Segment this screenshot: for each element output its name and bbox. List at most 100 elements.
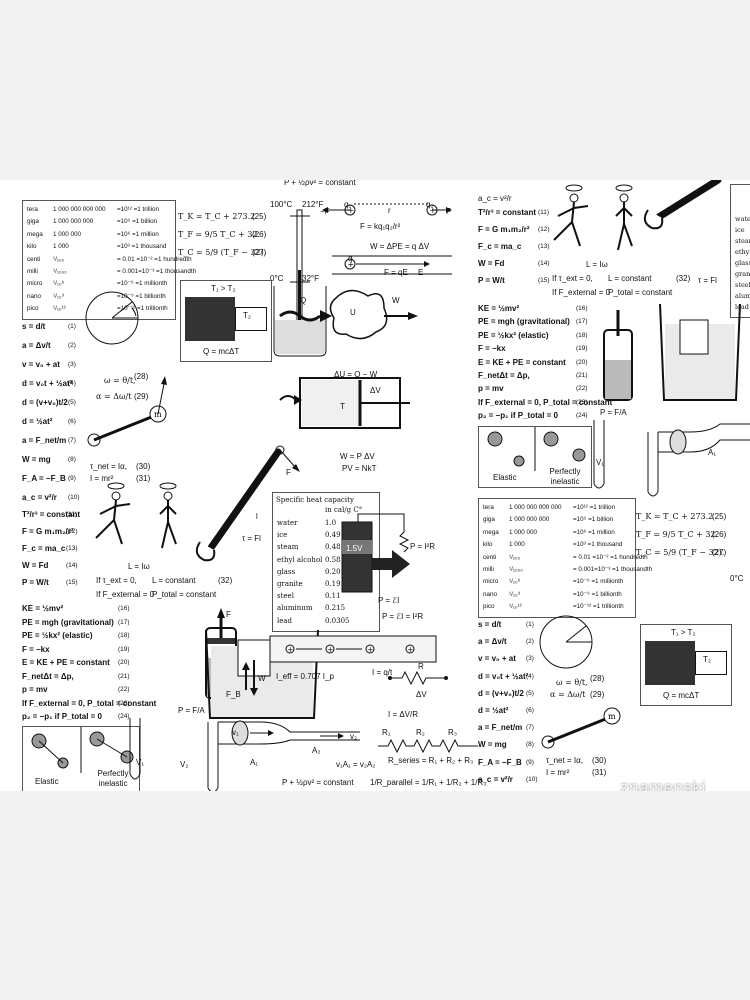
hot-block: [185, 297, 235, 341]
prefix-power: =10⁻¹² =1 trillionth: [573, 603, 624, 611]
material-name: steel: [277, 592, 294, 601]
energy-u-label: U: [350, 308, 356, 317]
prefix-power: =10⁶ =1 million: [573, 528, 615, 536]
eq-number: (26): [252, 230, 267, 239]
eq-number: (12): [66, 528, 78, 535]
buoyant-force: F_B: [226, 690, 241, 699]
area-a1: A₁: [250, 758, 259, 767]
material-name: aluminum: [277, 604, 313, 613]
neg-force-label: −F: [320, 207, 330, 216]
eq-number: (16): [118, 605, 130, 612]
material-name: ice: [277, 531, 288, 540]
prefix-power: = 0.01 =10⁻² =1 hundredth: [573, 553, 648, 561]
torque-formula: τ = Fl: [242, 534, 261, 543]
eq-number: (22): [576, 385, 588, 393]
equation: F = G m₁m₂/r²: [478, 225, 530, 234]
v1-label-right: V₁: [596, 458, 605, 467]
weight-label: W: [258, 674, 266, 683]
eq-number: (23): [576, 398, 588, 406]
angular-accel-right: α = Δω/t: [550, 690, 586, 699]
resistors-series-icon: [378, 738, 478, 754]
cold-block: [235, 307, 267, 331]
power-emf: P = ℰI: [378, 596, 400, 605]
ohms-law: I = ΔV/R: [388, 710, 419, 719]
svg-text:+: +: [328, 646, 334, 654]
eq-number: (32): [676, 274, 691, 283]
equation: F_netΔt = Δp,: [478, 371, 530, 380]
prefix-power: =10¹² =1 trillion: [573, 504, 615, 511]
inelastic-label-right: Perfectly inelastic: [549, 467, 581, 486]
eq-number: (19): [118, 645, 130, 653]
equation: If F_external = 0, P_total = constant: [478, 397, 613, 407]
eq-number: (24): [576, 412, 588, 420]
thermometer-icon: [273, 209, 327, 357]
heat-capacity-row: glass: [735, 259, 750, 267]
piston-dv-label: ΔV: [370, 386, 381, 395]
eq-number: (7): [68, 437, 76, 444]
material-name: lead: [735, 303, 749, 311]
prefix-power: =10⁶ =1 million: [117, 230, 159, 238]
collisions-box-right: Elastic Perfectly inelastic: [478, 426, 592, 488]
heat-condition-right: T₁ > T₂: [671, 628, 696, 637]
heat-transfer-box: T₁ > T₂ T₂ Q = mcΔT: [180, 280, 272, 362]
thermo-0c-right: 0°C: [730, 574, 744, 583]
prefix-name: micro: [27, 280, 43, 288]
equation: d = v₀t + ½at²: [22, 379, 73, 388]
ideal-gas: PV = NkT: [342, 464, 377, 473]
material-name: glass: [277, 567, 296, 576]
prefix-power: = 0.01 =10⁻² =1 hundredth: [117, 255, 192, 263]
prefix-power: =10⁻⁹ =1 billionth: [573, 590, 622, 598]
svg-text:+: +: [408, 646, 414, 654]
eq-number: (18): [118, 632, 130, 639]
l-constant: L = constant: [152, 576, 196, 585]
heat-capacity-row: ice 0.49: [277, 531, 341, 539]
parallel-formula: 1/R_parallel = 1/R₁ + 1/R₂ + 1/R₃: [370, 778, 487, 787]
eq-number: (20): [576, 358, 588, 366]
eq-number: (14): [538, 260, 550, 267]
prefix-value: 1 000 000: [509, 528, 538, 536]
prefix-value: 1 000 000 000: [509, 516, 550, 524]
eq-number: (9): [68, 475, 76, 482]
thermo-212f: 212°F: [302, 200, 324, 209]
effective-current: I_eff = 0.707 I_p: [276, 672, 334, 681]
prefix-power: =10³ =1 thousand: [573, 541, 623, 549]
first-law: ΔU = Q − W: [334, 370, 378, 379]
eq-number: (3): [68, 361, 76, 368]
equation: T²/r³ = constant: [22, 510, 81, 519]
equation: P = W/t: [22, 578, 49, 587]
prefix-value: ¹/₁₀¹²: [53, 305, 66, 313]
rotation-wheel-icon-right: m: [539, 615, 621, 749]
eq-number: (12): [538, 226, 550, 233]
electric-work: W = ΔPE = q ΔV: [370, 242, 430, 251]
prefix-value: 1 000: [53, 243, 69, 251]
net-torque: τ_net = Iα,: [90, 462, 127, 471]
heat-capacity-row: steel 0.11: [277, 592, 341, 600]
eq-number: (17): [576, 318, 588, 326]
eq-number: (13): [66, 545, 78, 552]
inelastic-label: Perfectly inelastic: [97, 769, 129, 788]
prefix-value: ¹/₁₀⁹: [53, 292, 65, 300]
power-combined: P = ℰI = I²R: [382, 612, 424, 621]
material-name: glass: [735, 259, 750, 267]
eq-number: (13): [538, 243, 550, 250]
material-name: steam: [735, 237, 750, 245]
equation: W = mg: [478, 740, 507, 750]
material-value: 0.49: [325, 531, 341, 540]
velocity-v2: v₂: [350, 732, 358, 741]
equation: PE = mgh (gravitational): [478, 317, 570, 327]
prefix-power: =10³ =1 thousand: [117, 243, 167, 251]
pressure-formula-right: P = F/A: [600, 408, 627, 417]
torque-condition: If τ_ext = 0,: [96, 576, 137, 585]
heat-table-unit: in cal/g C°: [325, 506, 363, 514]
material-value: 0.215: [325, 604, 346, 613]
skater-icon-right: [553, 184, 633, 251]
material-value: 0.11: [325, 592, 341, 601]
prefix-power: =10⁻⁹ =1 billionth: [117, 292, 166, 300]
equation: d = ½at²: [22, 417, 53, 426]
